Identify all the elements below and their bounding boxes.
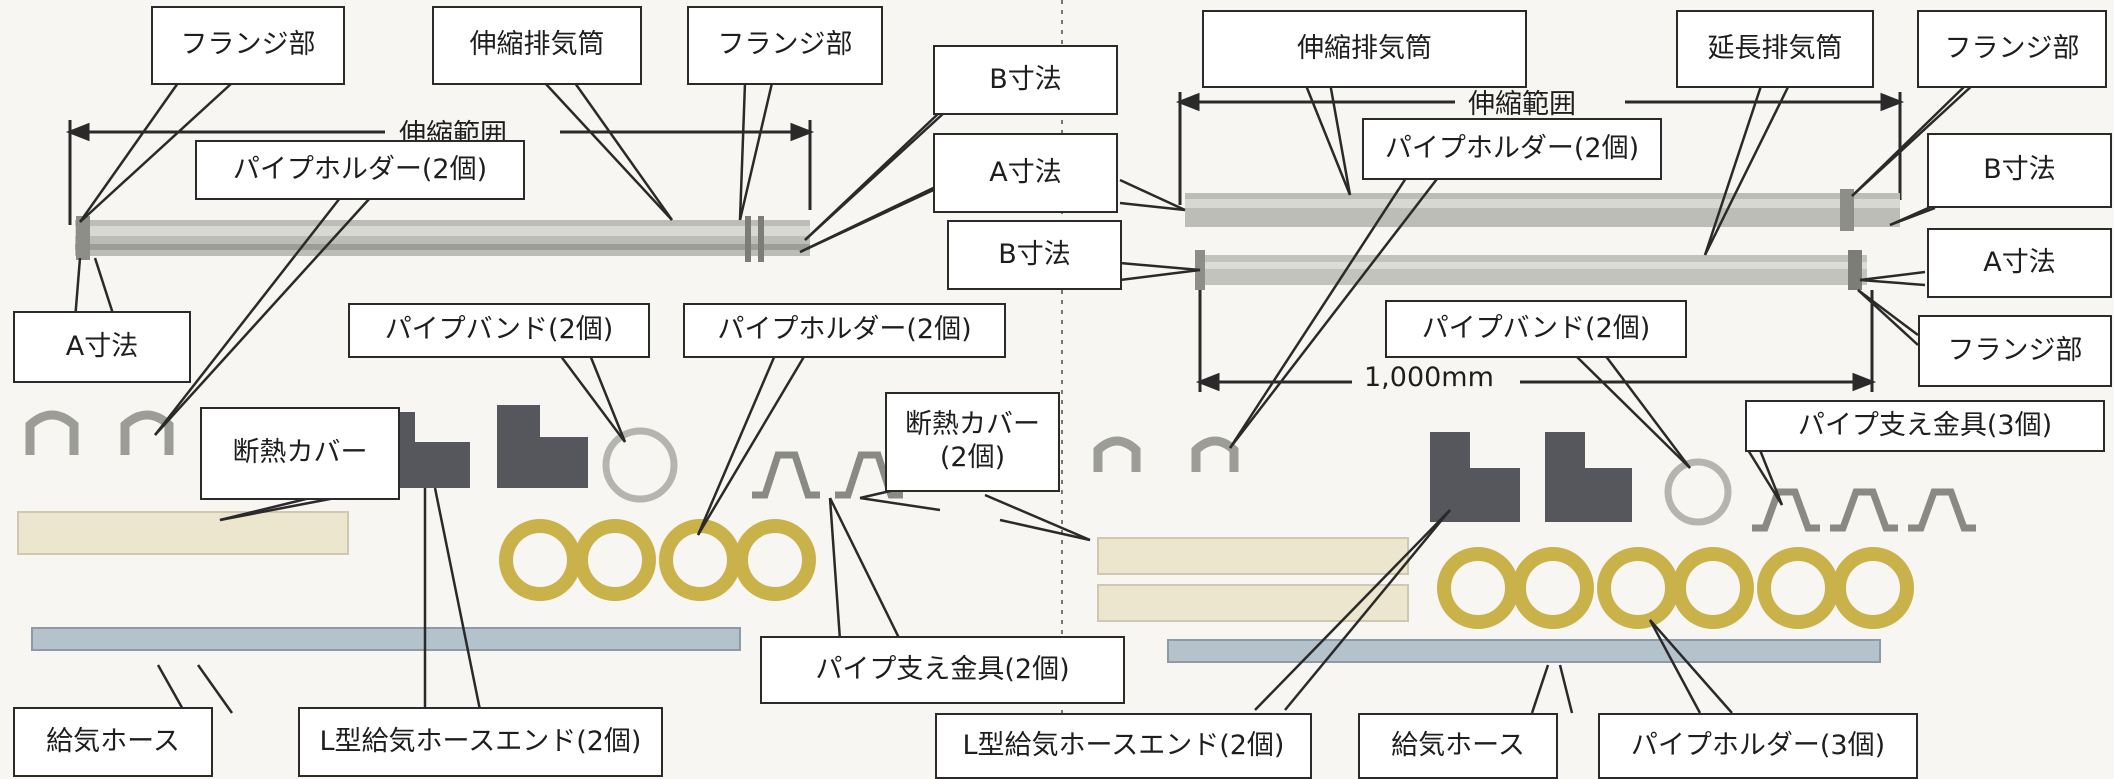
left-pipe-band	[602, 427, 678, 503]
right-length-label: 1,000mm	[1358, 362, 1500, 393]
label-b-dim-right: B寸法	[1927, 133, 2112, 208]
left-insulation-cover	[17, 511, 349, 555]
label-pipe-band-right: パイプバンド(2個)	[1385, 300, 1687, 358]
right-pipe-support-3	[1908, 488, 1976, 532]
label-insulation-cover-left: 断熱カバー	[200, 407, 400, 500]
left-telescopic-pipe	[75, 216, 810, 262]
left-hook-1	[25, 410, 79, 455]
label-insulation-cover-2-left: 断熱カバー (2個)	[885, 392, 1060, 492]
left-l-end-2	[497, 405, 588, 488]
label-pipe-holder-3-right: パイプホルダー(3個)	[1598, 713, 1918, 779]
label-flange-top-right: フランジ部	[1917, 10, 2107, 88]
label-pipe-holder-left: パイプホルダー(2個)	[195, 140, 525, 200]
right-insulation-cover-2	[1097, 584, 1409, 622]
left-pipe-holders	[499, 519, 816, 601]
label-l-hose-end-left: L型給気ホースエンド(2個)	[298, 707, 663, 777]
right-pipe-band	[1664, 458, 1732, 526]
label-pipe-support-right: パイプ支え金具(3個)	[1745, 400, 2105, 452]
right-telescopic-pipe	[1185, 189, 1900, 231]
right-l-end-1	[1430, 432, 1520, 522]
right-insulation-cover-1	[1097, 537, 1409, 575]
right-length-dimension	[1195, 290, 1877, 392]
left-pipe-support-1	[752, 451, 820, 499]
label-a-dim-right-left: A寸法	[933, 133, 1118, 213]
left-hook-2	[120, 410, 174, 455]
left-l-end-1	[378, 412, 470, 488]
left-leader-lines	[73, 82, 956, 714]
label-pipe-holder-b-left: パイプホルダー(2個)	[683, 303, 1006, 358]
right-pipe-holders	[1437, 547, 1914, 629]
right-l-end-2	[1545, 432, 1632, 522]
label-telescopic-pipe-right: 伸縮排気筒	[1202, 10, 1527, 88]
right-pipe-support-1	[1752, 488, 1820, 532]
right-range-label: 伸縮範囲	[1462, 82, 1582, 121]
right-hook-1	[1093, 436, 1141, 472]
label-pipe-band-left: パイプバンド(2個)	[348, 303, 650, 358]
label-b-dim-left-right: B寸法	[947, 220, 1122, 290]
label-flange-top-left: フランジ部	[151, 6, 345, 85]
label-flange-bottom-right: フランジ部	[1918, 315, 2112, 387]
label-telescopic-pipe-left: 伸縮排気筒	[432, 6, 642, 85]
right-extension-pipe	[1195, 250, 1867, 290]
left-range-dimension	[65, 120, 815, 225]
right-leader-lines	[984, 82, 1976, 714]
label-a-dim-left: A寸法	[13, 311, 191, 383]
right-hook-2	[1191, 436, 1239, 472]
label-supply-hose-left: 給気ホース	[13, 707, 213, 777]
right-supply-hose	[1167, 639, 1881, 663]
label-supply-hose-right: 給気ホース	[1358, 713, 1558, 779]
label-l-hose-end-right: L型給気ホースエンド(2個)	[935, 713, 1312, 779]
label-a-dim-right: A寸法	[1927, 228, 2112, 298]
label-b-dim-left: B寸法	[933, 45, 1118, 115]
right-pipe-support-2	[1830, 488, 1898, 532]
label-pipe-support-left: パイプ支え金具(2個)	[760, 636, 1125, 704]
left-pipe-support-2	[835, 451, 903, 499]
label-flange-top-right-left: フランジ部	[687, 6, 883, 85]
label-extension-pipe-right: 延長排気筒	[1676, 10, 1874, 88]
left-supply-hose	[31, 627, 741, 651]
right-range-dimension	[1175, 92, 1905, 205]
label-pipe-holder-right: パイプホルダー(2個)	[1362, 118, 1662, 180]
